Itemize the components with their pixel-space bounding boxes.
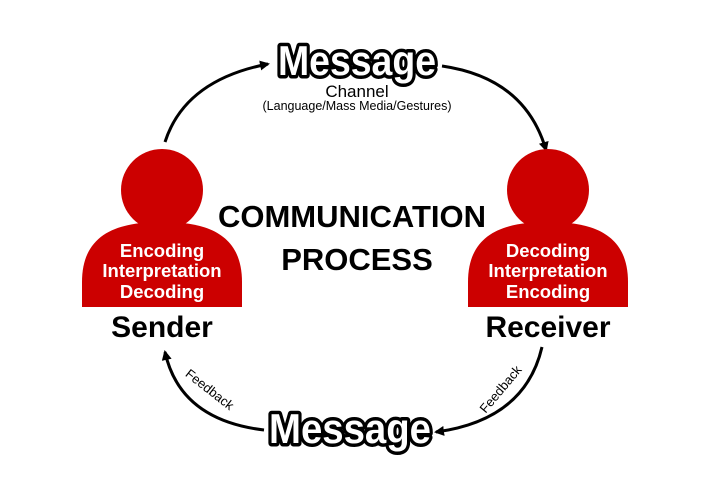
receiver-step-3: Encoding	[506, 281, 590, 302]
sender-step-3: Decoding	[120, 281, 204, 302]
arrow-sender-to-message	[163, 60, 270, 143]
receiver-step-2: Interpretation	[488, 260, 607, 281]
feedback-left-label: Feedback	[183, 366, 238, 413]
receiver-step-1: Decoding	[506, 240, 590, 261]
top-message-label: Message	[278, 37, 436, 84]
channel-detail: (Language/Mass Media/Gestures)	[263, 99, 452, 113]
arrow-message-to-sender	[161, 350, 265, 432]
sender-step-2: Interpretation	[102, 260, 221, 281]
receiver-role-label: Receiver	[485, 311, 610, 344]
arrow-message-to-receiver	[441, 64, 549, 152]
diagram-title-line-1: COMMUNICATION	[218, 199, 486, 234]
sender-role-label: Sender	[111, 311, 213, 344]
channel-label: Channel	[325, 82, 388, 101]
arrow-receiver-to-message	[434, 346, 544, 436]
bottom-message-label: Message	[269, 405, 431, 452]
sender-person-icon	[82, 149, 242, 307]
sender-step-1: Encoding	[120, 240, 204, 261]
receiver-person-icon	[468, 149, 628, 307]
diagram-title-line-2: PROCESS	[281, 242, 433, 277]
